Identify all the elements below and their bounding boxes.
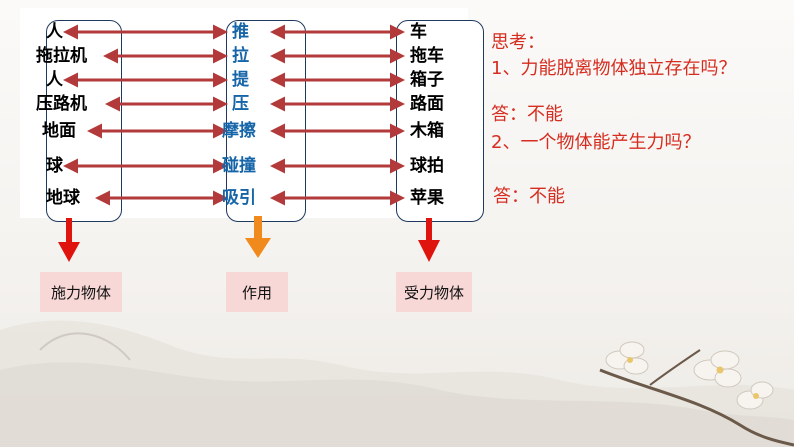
action-item: 碰撞 [222, 156, 256, 176]
action-item: 提 [232, 70, 249, 90]
action-item: 拉 [232, 46, 249, 66]
receiver-item: 球拍 [410, 156, 444, 176]
applier-item: 人 [46, 70, 63, 90]
down-arrow-right [418, 218, 440, 262]
flower-decoration [590, 330, 794, 447]
applier-item: 球 [46, 156, 63, 176]
applier-item: 地面 [42, 121, 76, 141]
receiver-item: 木箱 [410, 121, 444, 141]
action-item: 摩擦 [222, 121, 256, 141]
action-label: 作用 [226, 272, 288, 312]
answer-2: 答：不能 [493, 182, 565, 208]
receiver-item: 苹果 [410, 188, 444, 208]
receiver-item: 车 [410, 22, 427, 42]
question-1: 1、力能脱离物体独立存在吗？ [491, 54, 736, 80]
think-heading: 思考： [491, 28, 545, 54]
receiver-item: 拖车 [410, 46, 444, 66]
question-2: 2、一个物体能产生力吗？ [491, 128, 700, 154]
down-arrow-left [58, 218, 80, 262]
applier-item: 人 [46, 22, 63, 42]
applier-item: 地球 [46, 188, 80, 208]
down-arrow-middle [245, 216, 271, 258]
applier-item: 拖拉机 [36, 46, 87, 66]
receiver-item: 箱子 [410, 70, 444, 90]
receiver-label: 受力物体 [396, 272, 472, 312]
answer-1: 答：不能 [491, 100, 563, 126]
action-item: 吸引 [222, 188, 256, 208]
applier-item: 压路机 [36, 94, 87, 114]
receiver-item: 路面 [410, 94, 444, 114]
applier-label: 施力物体 [40, 272, 122, 312]
action-item: 压 [232, 94, 249, 114]
action-item: 推 [232, 22, 249, 42]
